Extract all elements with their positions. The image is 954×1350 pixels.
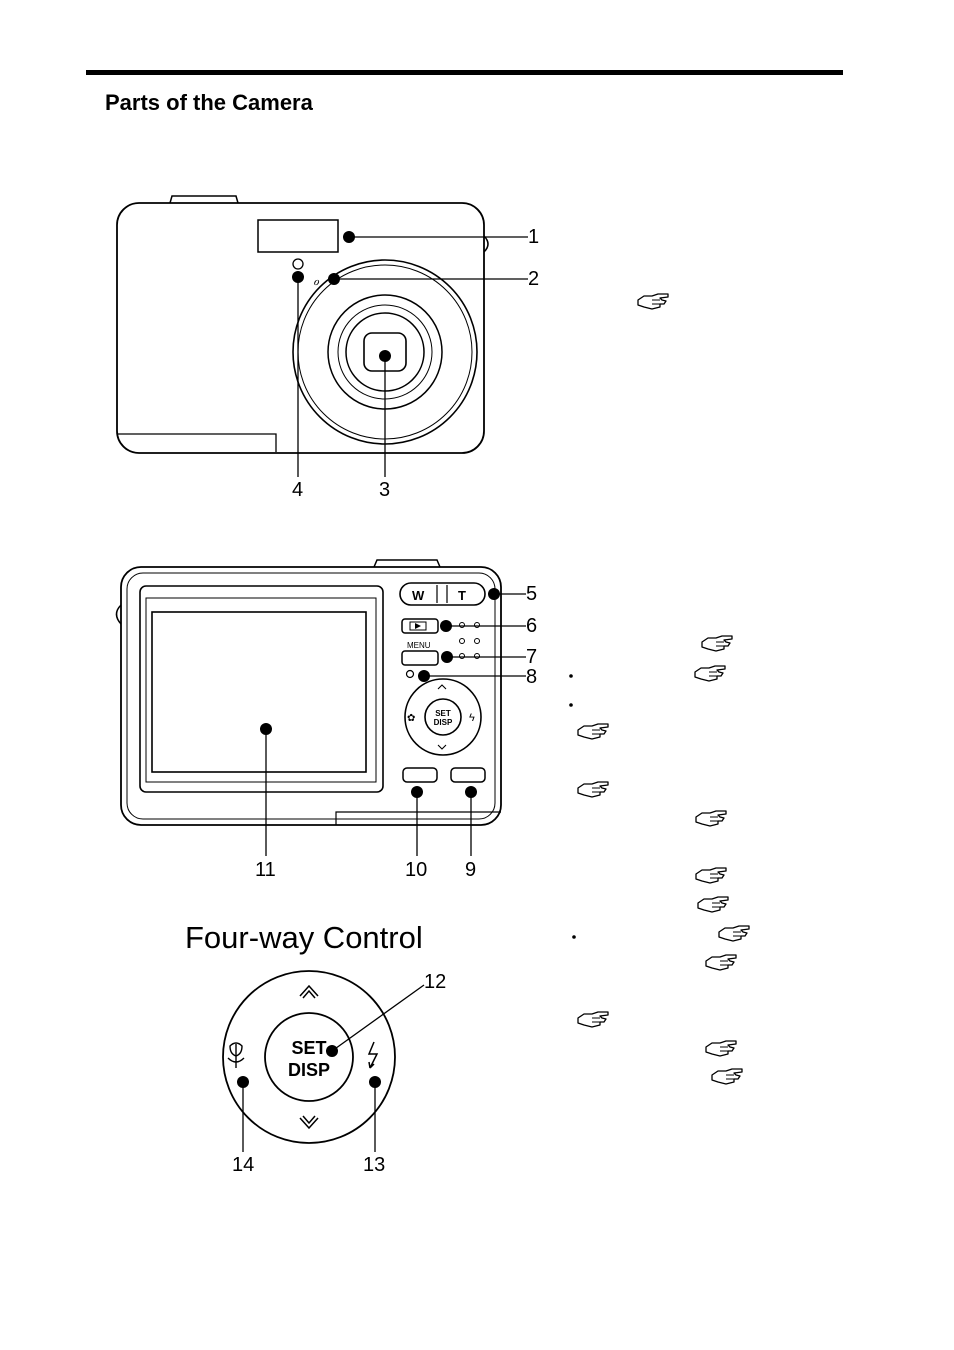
chevron-down-icon	[299, 1115, 319, 1130]
macro-flower-icon	[227, 1042, 245, 1068]
menu-button	[401, 650, 439, 666]
pointing-hand-icon	[637, 293, 669, 310]
svg-text:ℴ: ℴ	[313, 273, 320, 288]
zoom-wide-label: W	[412, 588, 425, 603]
mode-button	[450, 767, 486, 783]
callout-10: 10	[405, 859, 427, 881]
set-label-small: SET	[435, 709, 451, 718]
chevron-up-icon	[299, 984, 319, 999]
callout-13: 13	[363, 1154, 385, 1176]
callout-2: 2	[528, 268, 539, 290]
callout-4: 4	[292, 479, 303, 501]
page-title: Parts of the Camera	[105, 90, 313, 115]
status-led	[405, 669, 415, 679]
callout-3: 3	[379, 479, 390, 501]
reference-column	[569, 293, 750, 1085]
camera-back-view: W T MENU SET DISP ✿ ϟ	[115, 559, 537, 881]
callout-7: 7	[526, 646, 537, 668]
bullet	[569, 703, 573, 707]
callout-12: 12	[424, 971, 446, 993]
disp-label-small: DISP	[434, 718, 453, 727]
callout-9: 9	[465, 859, 476, 881]
pointing-hand-icon	[705, 1040, 737, 1057]
flash-window	[257, 219, 339, 253]
four-way-ring	[222, 970, 396, 1144]
lcd-screen	[151, 611, 367, 773]
pointing-hand-icon	[577, 1011, 609, 1028]
pointing-hand-icon	[577, 781, 609, 798]
pointing-hand-icon	[718, 925, 750, 942]
set-label: SET	[291, 1038, 326, 1058]
callout-14: 14	[232, 1154, 254, 1176]
shutter-button	[169, 195, 239, 204]
four-way-title: Four-way Control	[185, 920, 423, 955]
pointing-hand-icon	[705, 954, 737, 971]
set-disp-button	[264, 1012, 354, 1102]
four-way-small	[404, 678, 482, 756]
pointing-hand-icon	[701, 635, 733, 652]
shutter-top	[373, 559, 441, 568]
callout-11: 11	[255, 859, 276, 881]
pointing-hand-icon	[577, 723, 609, 740]
top-rule	[86, 70, 843, 75]
svg-text:✿: ✿	[407, 713, 415, 724]
playback-button	[401, 618, 439, 634]
callout-6: 6	[526, 615, 537, 637]
callout-1: 1	[528, 226, 539, 248]
callout-8: 8	[526, 666, 537, 688]
camera-front-view: ℴ 1 2 3 4	[116, 195, 539, 501]
four-way-control-diagram: Four-way Control SET DISP 12 13 14	[185, 920, 446, 1176]
flash-icon	[367, 1041, 379, 1069]
menu-label: MENU	[407, 641, 431, 650]
bullet	[569, 674, 573, 678]
disp-label: DISP	[288, 1060, 330, 1080]
pointing-hand-icon	[711, 1068, 743, 1085]
pointing-hand-icon	[697, 896, 729, 913]
camera-body-front	[116, 202, 485, 454]
camera-body-back	[120, 566, 502, 826]
pointing-hand-icon	[695, 810, 727, 827]
delete-button	[402, 767, 438, 783]
zoom-tele-label: T	[458, 588, 466, 603]
callout-5: 5	[526, 583, 537, 605]
svg-text:ϟ: ϟ	[469, 712, 475, 724]
pointing-hand-icon	[694, 665, 726, 682]
self-timer-led	[292, 258, 304, 270]
lcd-frame	[139, 585, 384, 793]
playback-icon	[415, 623, 421, 629]
bullet	[572, 935, 576, 939]
zoom-lever	[399, 582, 486, 606]
pointing-hand-icon	[695, 867, 727, 884]
